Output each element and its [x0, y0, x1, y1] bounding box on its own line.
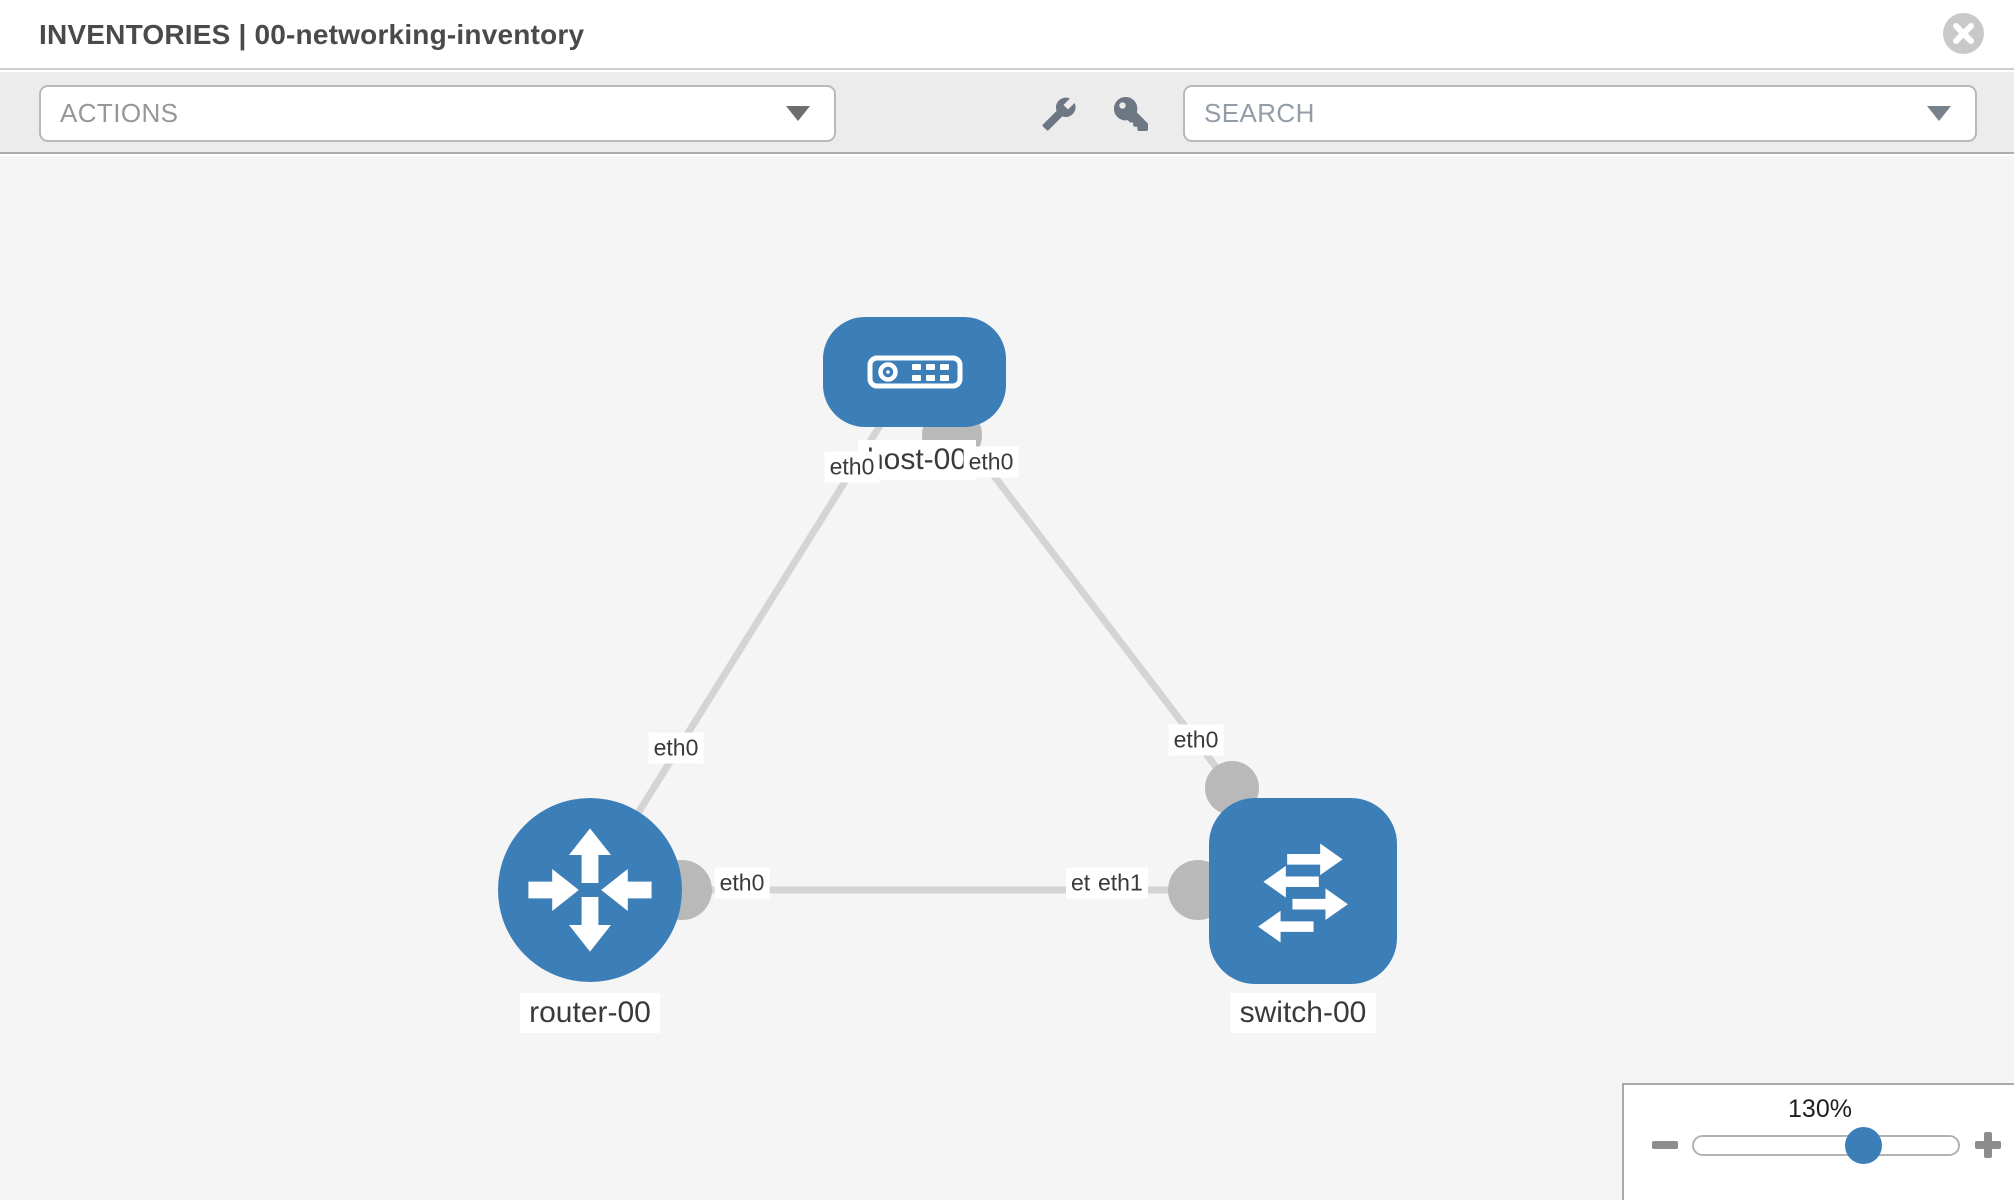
page-title: INVENTORIES | 00-networking-inventory	[39, 19, 585, 50]
toolbar-icon-group	[1040, 85, 1150, 142]
zoom-slider-handle[interactable]	[1845, 1127, 1882, 1164]
close-button[interactable]	[1943, 13, 1984, 54]
interface-label-host-eth0-left: eth0	[824, 451, 880, 483]
chevron-down-icon	[786, 106, 810, 121]
header: INVENTORIES | 00-networking-inventory	[0, 0, 2014, 70]
zoom-level-value: 130%	[1788, 1095, 1852, 1123]
node-label-switch: switch-00	[1230, 993, 1376, 1033]
toolbar: ACTIONS	[0, 72, 2014, 154]
router-icon	[528, 828, 652, 952]
zoom-panel: 130%	[1622, 1083, 2014, 1200]
configure-button[interactable]	[1040, 92, 1078, 136]
zoom-slider-track[interactable]	[1692, 1135, 1960, 1156]
host-icon	[867, 355, 962, 389]
switch-icon	[1258, 843, 1348, 943]
search-input[interactable]	[1204, 98, 1927, 129]
search-box[interactable]	[1183, 85, 1977, 142]
topology-canvas[interactable]: host-00 router-00 switch-00 eth0 eth0 et…	[0, 156, 2014, 1200]
interface-label-host-eth0-right: eth0	[963, 446, 1019, 478]
topology-links-layer	[587, 368, 1303, 920]
minus-icon[interactable]	[1652, 1141, 1678, 1149]
interface-label-switch-eth0-to-host: eth0	[1168, 724, 1224, 756]
interface-label-switch-eth1: eth1	[1091, 867, 1148, 899]
plus-icon[interactable]	[1975, 1132, 2001, 1158]
actions-dropdown-label: ACTIONS	[60, 98, 179, 128]
node-switch-00[interactable]	[1209, 798, 1397, 984]
credentials-button[interactable]	[1112, 92, 1150, 136]
actions-dropdown[interactable]: ACTIONS	[39, 85, 836, 142]
chevron-down-icon	[1927, 106, 1951, 121]
interface-label-router-eth0-to-switch: eth0	[714, 867, 770, 899]
node-label-router: router-00	[520, 993, 660, 1033]
key-icon	[1114, 96, 1148, 131]
interface-label-router-eth0-to-host: eth0	[648, 732, 704, 764]
close-icon	[1953, 23, 1974, 44]
node-router-00[interactable]	[498, 798, 682, 982]
wrench-icon	[1042, 97, 1076, 130]
node-host-00[interactable]	[823, 317, 1006, 427]
